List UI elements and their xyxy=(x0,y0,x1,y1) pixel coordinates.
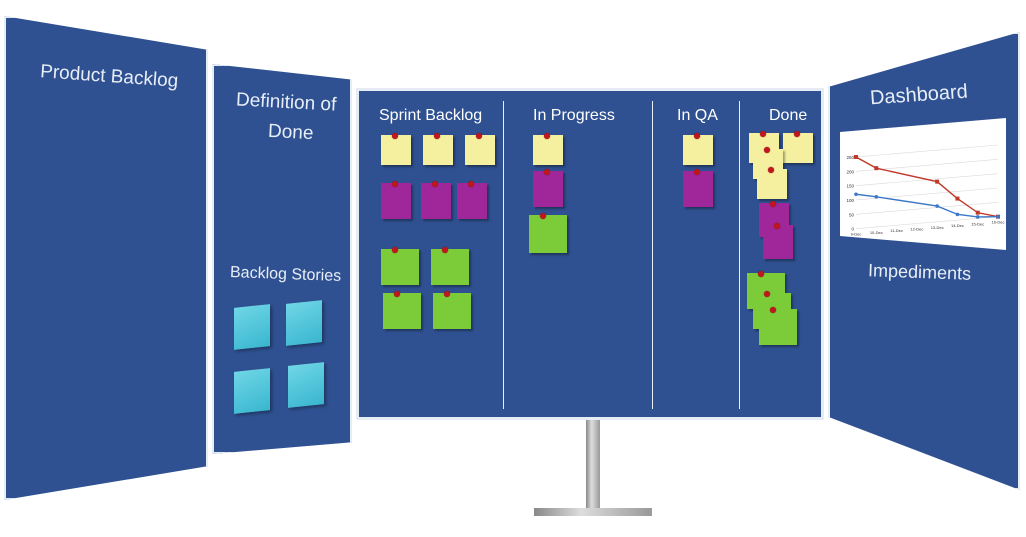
sticky-note-purple xyxy=(457,181,487,219)
x-tick-label: 15-Dec xyxy=(971,221,984,226)
sticky-note-yellow xyxy=(757,167,787,199)
sticky-note-yellow xyxy=(381,133,411,165)
sticky-note-green xyxy=(431,247,469,285)
sticky-note-purple xyxy=(683,169,713,207)
column-divider xyxy=(652,101,653,409)
column-divider xyxy=(739,101,740,409)
x-tick-label: 16-Dec xyxy=(992,220,1005,225)
chart-point xyxy=(996,214,1000,219)
sticky-note-purple xyxy=(381,181,411,219)
chart-gridline xyxy=(855,144,999,158)
chart-point xyxy=(935,179,940,184)
chart-point xyxy=(854,154,858,159)
column-header-done: Done xyxy=(769,107,808,124)
x-tick-label: 14-Dec xyxy=(951,223,964,228)
story-card xyxy=(288,362,324,408)
sticky-note-green xyxy=(383,291,421,329)
chart-point xyxy=(874,195,879,199)
column-header-in-progress: In Progress xyxy=(533,107,615,124)
y-tick-label: 200 xyxy=(846,169,854,174)
backlog-stories-label: Backlog Stories xyxy=(229,264,342,285)
board-stand-pole xyxy=(586,420,600,512)
definition-of-done-title-line1: Definition of xyxy=(235,89,337,116)
sticky-note-yellow xyxy=(465,133,495,165)
y-tick-label: 100 xyxy=(846,198,854,203)
sprint-board: Sprint Backlog In Progress In QA Done xyxy=(356,88,824,420)
chart-point xyxy=(975,210,980,215)
y-tick-label: 50 xyxy=(849,212,855,217)
impediments-label: Impediments xyxy=(867,260,972,284)
chart-point xyxy=(854,192,858,197)
sticky-note-purple xyxy=(421,181,451,219)
x-tick-label: 13-Dec xyxy=(931,225,944,230)
sticky-note-purple xyxy=(763,223,793,259)
sticky-note-green xyxy=(759,307,797,345)
column-header-sprint-backlog: Sprint Backlog xyxy=(379,107,483,124)
chart-gridline xyxy=(855,202,999,215)
column-divider xyxy=(503,101,504,409)
story-card xyxy=(286,300,322,346)
chart-series-line xyxy=(855,193,999,218)
product-backlog-panel: Product Backlog xyxy=(4,16,208,500)
x-tick-label: 11-Dec xyxy=(890,228,903,233)
sticky-note-yellow xyxy=(783,131,813,163)
chart-series-line xyxy=(855,156,999,218)
story-card xyxy=(234,368,270,414)
sticky-note-yellow xyxy=(683,133,713,165)
dashboard-title: Dashboard xyxy=(869,80,969,110)
sticky-note-purple xyxy=(533,169,563,207)
definition-of-done-title-line2: Done xyxy=(267,120,314,145)
chart-point xyxy=(935,204,939,208)
column-header-in-qa: In QA xyxy=(677,107,718,124)
burndown-chart: 0 50 100 150 200 250 9-Dec 10-Dec 11-Dec 12-Dec 1… xyxy=(840,118,1006,250)
chart-point xyxy=(874,166,879,171)
y-tick-label: 0 xyxy=(851,227,854,232)
chart-background xyxy=(840,118,1006,250)
sticky-note-green xyxy=(381,247,419,285)
x-tick-label: 9-Dec xyxy=(851,232,862,237)
chart-gridline xyxy=(855,216,999,229)
sticky-note-yellow xyxy=(533,133,563,165)
chart-point xyxy=(975,215,980,219)
story-card xyxy=(234,304,270,350)
board-stand-base xyxy=(534,508,652,516)
definition-of-done-panel: Definition of Done Backlog Stories xyxy=(212,64,352,454)
x-tick-label: 10-Dec xyxy=(870,230,883,235)
sticky-note-yellow xyxy=(423,133,453,165)
product-backlog-title: Product Backlog xyxy=(39,61,179,92)
sticky-note-green xyxy=(433,291,471,329)
chart-point xyxy=(955,196,960,201)
x-tick-label: 12-Dec xyxy=(910,227,923,232)
chart-point xyxy=(955,212,960,217)
dashboard-panel: Dashboard Impediments 0 50 100 150 200 250 9-… xyxy=(828,32,1020,490)
sticky-note-green xyxy=(529,213,567,253)
y-tick-label: 150 xyxy=(846,184,854,189)
y-tick-label: 250 xyxy=(846,155,854,160)
